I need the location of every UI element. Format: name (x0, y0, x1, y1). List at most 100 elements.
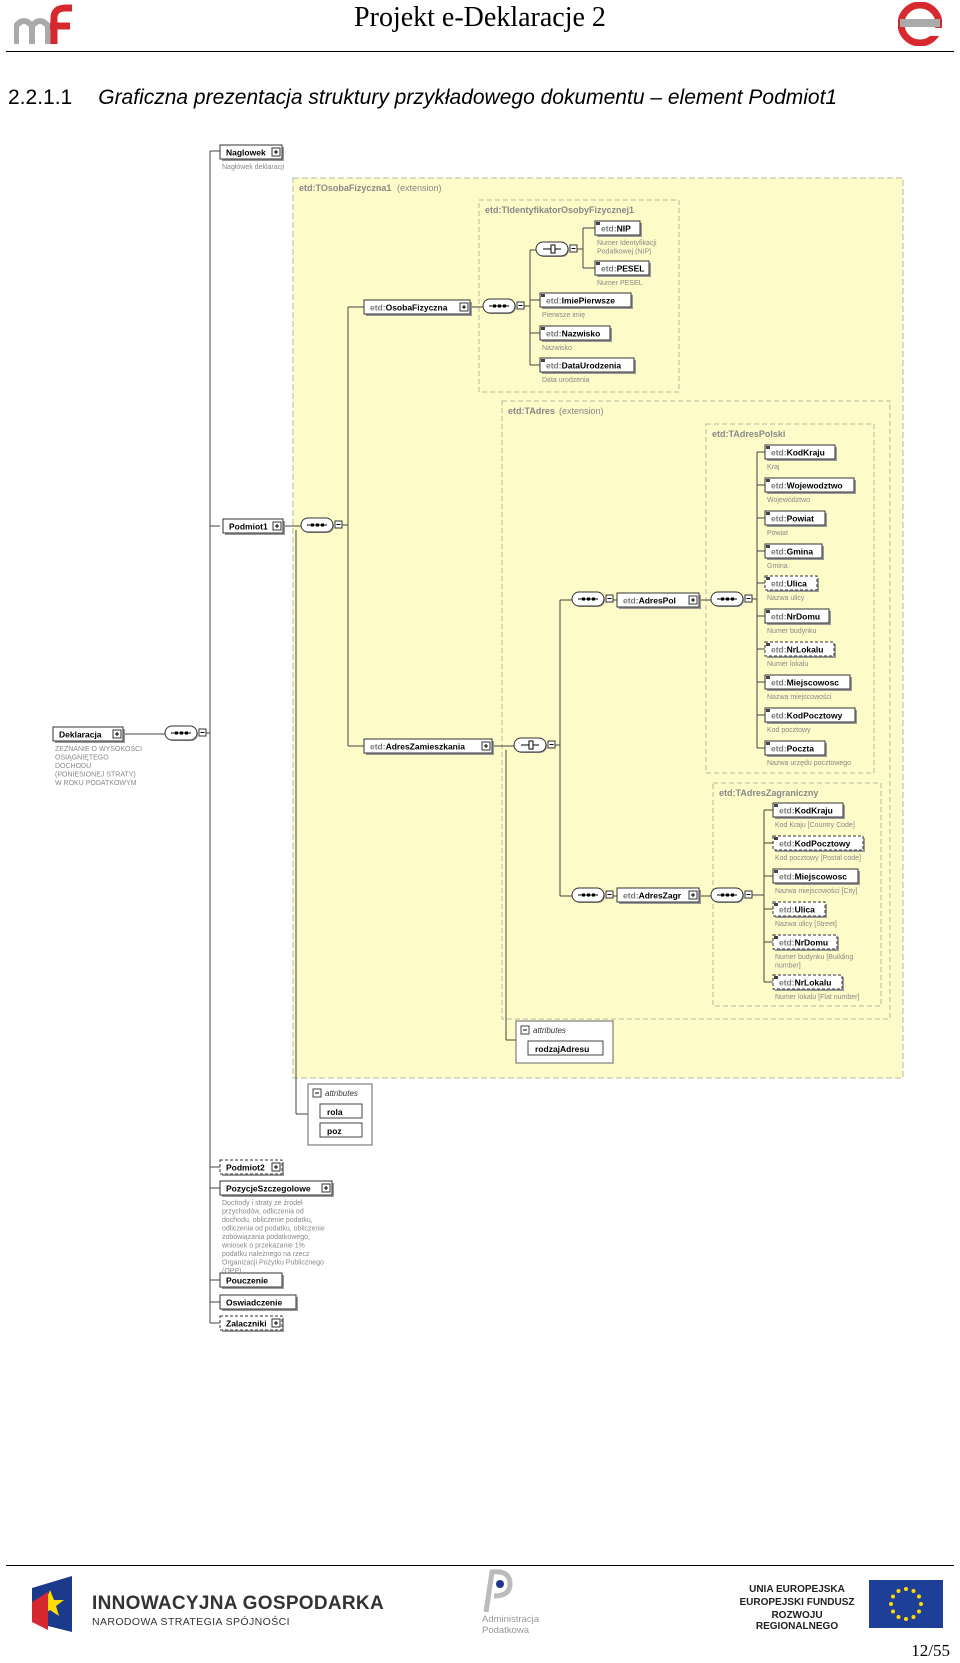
element-pl-powiat-desc: Powiat (767, 530, 788, 537)
element-pl-ulica-desc: Nazwa ulicy (767, 595, 805, 602)
section-number: 2.2.1.1 (8, 86, 73, 109)
element-pouczenie-label: Pouczenie (226, 1276, 268, 1286)
element-adres-zamieszkania[interactable] (363, 738, 493, 754)
identyfikator-type-label: etd:TIdentyfikatorOsobyFizycznej1 (485, 205, 634, 215)
sequence-compositor-icon[interactable] (710, 887, 753, 903)
element-podmiot1[interactable] (222, 518, 284, 534)
element-deklaracja-desc: W ROKU PODATKOWYM (55, 780, 137, 787)
element-zalaczniki[interactable] (219, 1315, 283, 1331)
element-pl-ulica[interactable] (764, 575, 818, 591)
element-adres-zagr[interactable] (616, 887, 700, 903)
sequence-compositor-icon[interactable] (571, 591, 614, 607)
element-pouczenie[interactable] (219, 1272, 283, 1288)
element-nazwisko[interactable] (539, 325, 611, 341)
adres-polski-type-label: etd:TAdresPolski (712, 429, 785, 439)
element-pl-wojewodztwo-label: etd:Wojewodztwo (771, 481, 843, 491)
element-podmiot1-label: Podmiot1 (229, 522, 268, 532)
element-zg-nrdomu[interactable] (772, 934, 838, 950)
element-pesel[interactable] (594, 260, 650, 276)
element-pozycje-desc: przychodów, odliczenia od (222, 1209, 304, 1216)
element-adres-zamieszkania-label: etd:AdresZamieszkania (370, 742, 465, 752)
attr-rola[interactable] (319, 1103, 363, 1119)
document-header-title: Projekt e-Deklaracje 2 (354, 2, 606, 33)
element-pl-gmina[interactable] (764, 543, 823, 559)
element-deklaracja-desc: ZEZNANIE O WYSOKOŚCI (55, 744, 142, 753)
element-zalaczniki-label: Zalaczniki (226, 1319, 267, 1329)
element-zg-miejscowosc[interactable] (772, 868, 859, 884)
element-nip[interactable] (594, 220, 641, 236)
element-imie[interactable] (539, 292, 632, 308)
element-data-urodzenia[interactable] (539, 357, 635, 373)
element-pozycje-desc: (OPP) (222, 1268, 241, 1275)
element-nip-label: etd:NIP (601, 224, 631, 234)
osoba-fizyczna-extension-label: (extension) (397, 183, 442, 193)
section-heading: 2.2.1.1 Graficzna prezentacja struktury p… (8, 86, 837, 110)
element-zg-nrlokalu[interactable] (772, 974, 843, 990)
element-oswiadczenie-label: Oswiadczenie (226, 1298, 282, 1308)
element-zg-nrlokalu-desc: Numer lokalu [Flat number] (775, 994, 859, 1001)
innowacyjna-gospodarka-logo-icon (32, 1576, 72, 1632)
element-pesel-desc: Numer PESEL (597, 280, 643, 287)
element-pl-kodpocztowy[interactable] (764, 707, 856, 723)
section-title: Graficzna prezentacja struktury przykład… (98, 86, 838, 109)
element-osoba-fizyczna[interactable] (363, 299, 471, 315)
element-pl-ulica-label: etd:Ulica (771, 579, 807, 589)
element-pozycje-desc: Organizacji Pożytku Publicznego (222, 1260, 324, 1267)
attr-poz-label: poz (327, 1126, 342, 1136)
element-pesel-label: etd:PESEL (601, 264, 644, 274)
element-pl-poczta[interactable] (764, 740, 826, 756)
mf-logo (13, 4, 76, 53)
sequence-compositor-icon[interactable] (571, 887, 614, 903)
element-pl-miejscowosc[interactable] (764, 674, 851, 690)
element-zg-nrlokalu-label: etd:NrLokalu (779, 978, 831, 988)
element-imie-label: etd:ImiePierwsze (546, 296, 615, 306)
element-podmiot2[interactable] (219, 1159, 283, 1175)
element-pl-wojewodztwo-desc: Województwo (767, 497, 810, 504)
element-zg-nrdomu-label: etd:NrDomu (779, 938, 828, 948)
element-adres-zagr-label: etd:AdresZagr (623, 891, 682, 901)
element-zg-kodkraju[interactable] (772, 802, 844, 818)
sequence-compositor-icon[interactable] (164, 725, 207, 741)
element-nip-desc: Numer Identyfikacji (597, 240, 657, 247)
element-zg-kodkraju-label: etd:KodKraju (779, 806, 833, 816)
sequence-compositor-icon[interactable] (710, 591, 753, 607)
sequence-compositor-icon[interactable] (482, 298, 525, 314)
element-pozycje[interactable] (219, 1180, 333, 1196)
element-deklaracja-desc: OSIĄGNIĘTEGO (55, 755, 109, 762)
attr-poz[interactable] (319, 1122, 363, 1138)
ap-line2: Podatkowa (482, 1625, 530, 1636)
attr-rodzajadresu[interactable] (527, 1040, 604, 1056)
eu-line1: UNIA EUROPEJSKA (749, 1584, 845, 1595)
element-nip-desc: Podatkowej (NIP) (597, 249, 651, 256)
element-podmiot2-label: Podmiot2 (226, 1163, 265, 1173)
element-naglowek[interactable] (219, 144, 283, 160)
adres-polski-type-container (705, 423, 875, 774)
element-pozycje-desc: zobowiązania podatkowego, (222, 1234, 310, 1241)
element-pl-wojewodztwo[interactable] (764, 477, 855, 493)
element-zg-kodpocztowy-desc: Kod pocztowy [Postal code] (775, 855, 861, 862)
element-oswiadczenie[interactable] (219, 1294, 297, 1310)
element-deklaracja[interactable] (52, 726, 124, 742)
element-zg-ulica[interactable] (772, 901, 826, 917)
element-adres-pol[interactable] (616, 592, 700, 608)
choice-compositor-icon[interactable] (535, 241, 578, 257)
element-pl-powiat[interactable] (764, 510, 826, 526)
element-zg-kodpocztowy[interactable] (772, 835, 864, 851)
element-pl-kodkraju[interactable] (764, 444, 836, 460)
administracja-podatkowa-logo-icon (483, 1569, 513, 1613)
page-number: 12/55 (911, 1641, 950, 1660)
element-deklaracja-label: Deklaracja (59, 730, 102, 740)
element-pozycje-desc: wniosek o przekazanie 1% (221, 1243, 305, 1250)
element-deklaracja-desc: DOCHODU (55, 763, 91, 770)
choice-compositor-icon[interactable] (513, 737, 556, 753)
element-pl-nrlokalu[interactable] (764, 641, 835, 657)
element-pl-gmina-desc: Gmina (767, 563, 788, 570)
element-pl-kodkraju-desc: Kraj (767, 464, 780, 471)
header-rule (6, 51, 954, 52)
element-deklaracja-desc: (PONIESIONEJ STRATY) (55, 772, 136, 779)
element-pl-nrdomu[interactable] (764, 608, 830, 624)
sequence-compositor-icon[interactable] (300, 517, 343, 533)
element-data-urodzenia-label: etd:DataUrodzenia (546, 361, 621, 371)
element-osoba-fizyczna-label: etd:OsobaFizyczna (370, 303, 448, 313)
